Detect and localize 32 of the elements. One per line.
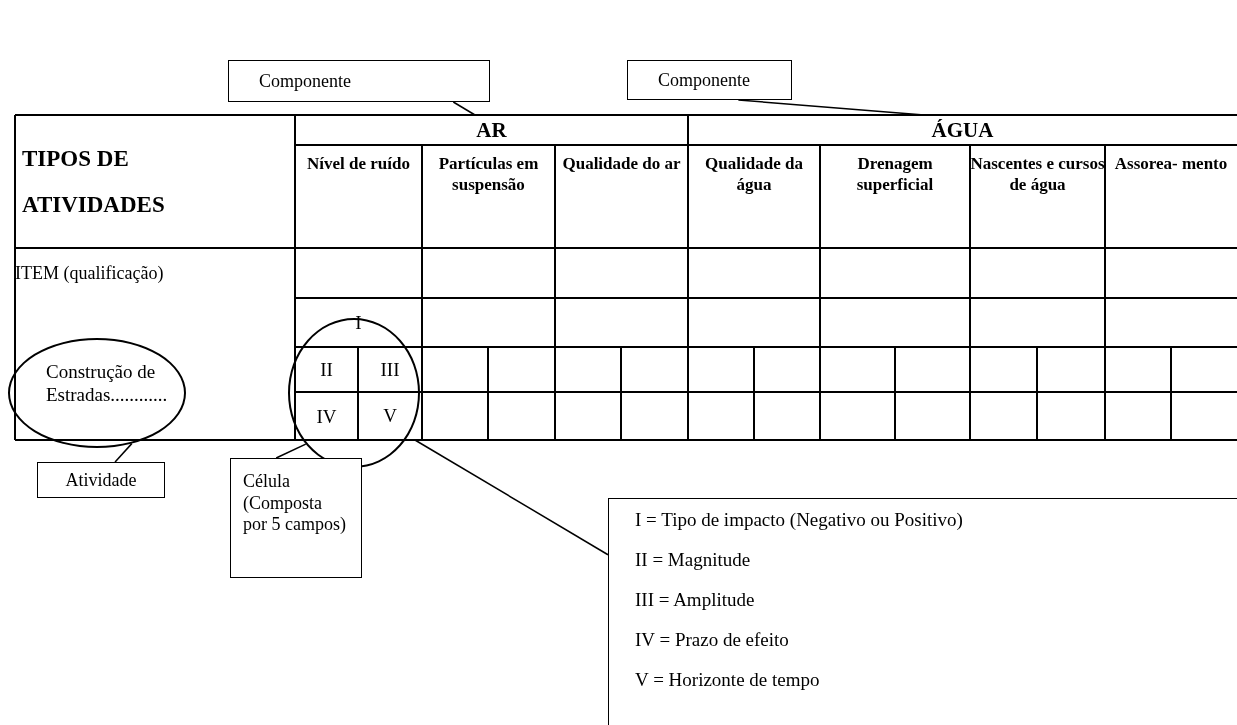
key-entry: IV = Prazo de efeito [635,628,789,652]
key-entry: II = Magnitude [635,548,751,572]
row-heading: TIPOS DE ATIVIDADES [22,145,166,219]
key-entry: III = Amplitude [635,588,755,612]
column-group-heading-text: AR [476,117,507,143]
column-heading: Partículas em suspensão [437,153,540,196]
callout-box [230,458,362,578]
column-heading: Qualidade do ar [562,153,681,175]
row-heading: ITEM (qualificação) [15,261,164,285]
callout-text: Componente [259,70,351,92]
callout-text: Componente [658,69,750,91]
key-box [608,498,1237,725]
column-heading: Qualidade da água [704,153,804,196]
field-numeral: V [383,405,397,428]
callout-box [37,462,165,498]
column-heading: Drenagem superficial [855,153,935,196]
column-group-heading-text: ÁGUA [931,117,994,143]
column-heading: Nível de ruído [307,153,410,175]
column-heading: Nascentes e cursos de água [970,153,1105,196]
activity-ellipse [8,338,186,448]
callout-text: Célula (Composta por 5 campos) [243,471,347,536]
field-numeral: III [380,358,400,382]
callout-box [627,60,792,100]
activity-name: Construção de Estradas............ [46,361,169,407]
key-entry: I = Tipo de impacto (Negativo ou Positivo) [635,508,963,532]
key-entry: V = Horizonte de tempo [635,668,820,692]
field-numeral: I [355,311,362,335]
callout-box [228,60,490,102]
field-numeral: IV [316,404,337,429]
field-numeral: II [320,358,333,382]
callout-text: Atividade [65,469,137,491]
column-heading: Assorea- mento [1114,153,1228,175]
